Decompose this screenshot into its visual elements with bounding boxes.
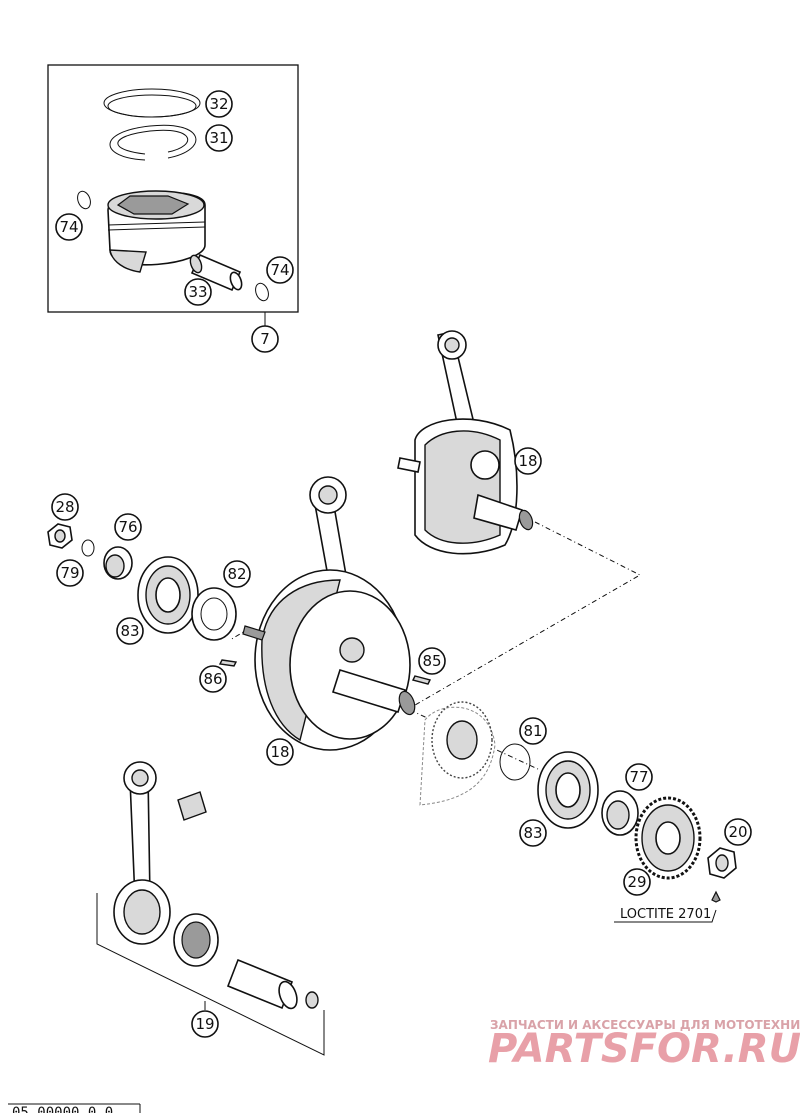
svg-text:33: 33 — [188, 283, 207, 301]
callout-83-left: 83 — [116, 617, 144, 645]
callout-79: 79 — [56, 559, 84, 587]
svg-text:83: 83 — [120, 622, 139, 640]
piston-ring-second — [109, 124, 197, 161]
circlip-left — [77, 190, 91, 210]
callout-7: 7 — [251, 325, 279, 353]
crankshaft-assembled-upper — [397, 330, 534, 555]
main-bearing-left — [137, 556, 199, 634]
nut-right — [707, 847, 737, 879]
shaft-seal-right — [601, 790, 639, 836]
circlip-81 — [499, 743, 531, 781]
callout-33: 33 — [184, 278, 212, 306]
callout-83-right: 83 — [519, 819, 547, 847]
shaft-seal-left — [103, 546, 133, 580]
svg-text:7: 7 — [260, 330, 270, 348]
svg-text:79: 79 — [60, 564, 79, 582]
woodruff-key-right — [411, 675, 432, 685]
piston — [107, 190, 206, 273]
callout-76: 76 — [114, 513, 142, 541]
callout-28: 28 — [51, 493, 79, 521]
callout-85: 85 — [418, 647, 446, 675]
callout-74-right: 74 — [266, 256, 294, 284]
loctite-text: LOCTITE 2701 — [620, 907, 711, 922]
callout-77: 77 — [625, 763, 653, 791]
watermark: ЗАПЧАСТИ И АКСЕССУАРЫ ДЛЯ МОТОТЕХНИКИ PA… — [488, 1018, 800, 1072]
crankshaft-main — [242, 476, 416, 751]
loctite-note: LOCTITE 2701 — [614, 890, 721, 923]
svg-text:77: 77 — [629, 768, 648, 786]
drawing-code: 05 00000 0 0 — [8, 1103, 141, 1113]
primary-gear-phantom — [419, 701, 496, 806]
watermark-tagline: ЗАПЧАСТИ И АКСЕССУАРЫ ДЛЯ МОТОТЕХНИКИ — [490, 1018, 800, 1032]
svg-text:28: 28 — [55, 498, 74, 516]
svg-text:82: 82 — [227, 565, 246, 583]
svg-text:81: 81 — [523, 722, 542, 740]
svg-text:29: 29 — [627, 873, 646, 891]
svg-text:85: 85 — [422, 652, 441, 670]
callout-82: 82 — [223, 560, 251, 588]
callout-32: 32 — [205, 90, 233, 118]
svg-text:74: 74 — [270, 261, 289, 279]
svg-text:18: 18 — [270, 743, 289, 761]
connecting-rod-kit — [96, 761, 325, 1056]
drawing-code-text: 05 00000 0 0 — [12, 1105, 113, 1113]
svg-text:19: 19 — [195, 1015, 214, 1033]
woodruff-key-left — [218, 659, 238, 667]
shim-left — [191, 587, 237, 641]
svg-text:86: 86 — [203, 670, 222, 688]
svg-text:32: 32 — [209, 95, 228, 113]
piston-kit-frame — [47, 64, 299, 326]
callout-20: 20 — [724, 818, 752, 846]
callout-31: 31 — [205, 124, 233, 152]
svg-text:74: 74 — [59, 218, 78, 236]
piston-ring-top — [103, 88, 201, 118]
crankshaft-gear — [634, 796, 702, 880]
callout-18-lower: 18 — [266, 738, 294, 766]
callout-18-upper: 18 — [514, 447, 542, 475]
main-bearing-right — [537, 751, 599, 829]
svg-text:83: 83 — [523, 824, 542, 842]
circlip-right — [255, 282, 269, 302]
callout-81: 81 — [519, 717, 547, 745]
washer-left — [81, 539, 95, 557]
svg-text:31: 31 — [209, 129, 228, 147]
svg-text:76: 76 — [118, 518, 137, 536]
nut-left — [47, 523, 73, 549]
svg-text:18: 18 — [518, 452, 537, 470]
watermark-logo: PARTSFOR.RU — [488, 1026, 800, 1072]
callout-29: 29 — [623, 868, 651, 896]
callout-86: 86 — [199, 665, 227, 693]
callout-19: 19 — [191, 1010, 219, 1038]
callout-74-left: 74 — [55, 213, 83, 241]
svg-text:20: 20 — [728, 823, 747, 841]
piston-pin — [189, 253, 243, 292]
